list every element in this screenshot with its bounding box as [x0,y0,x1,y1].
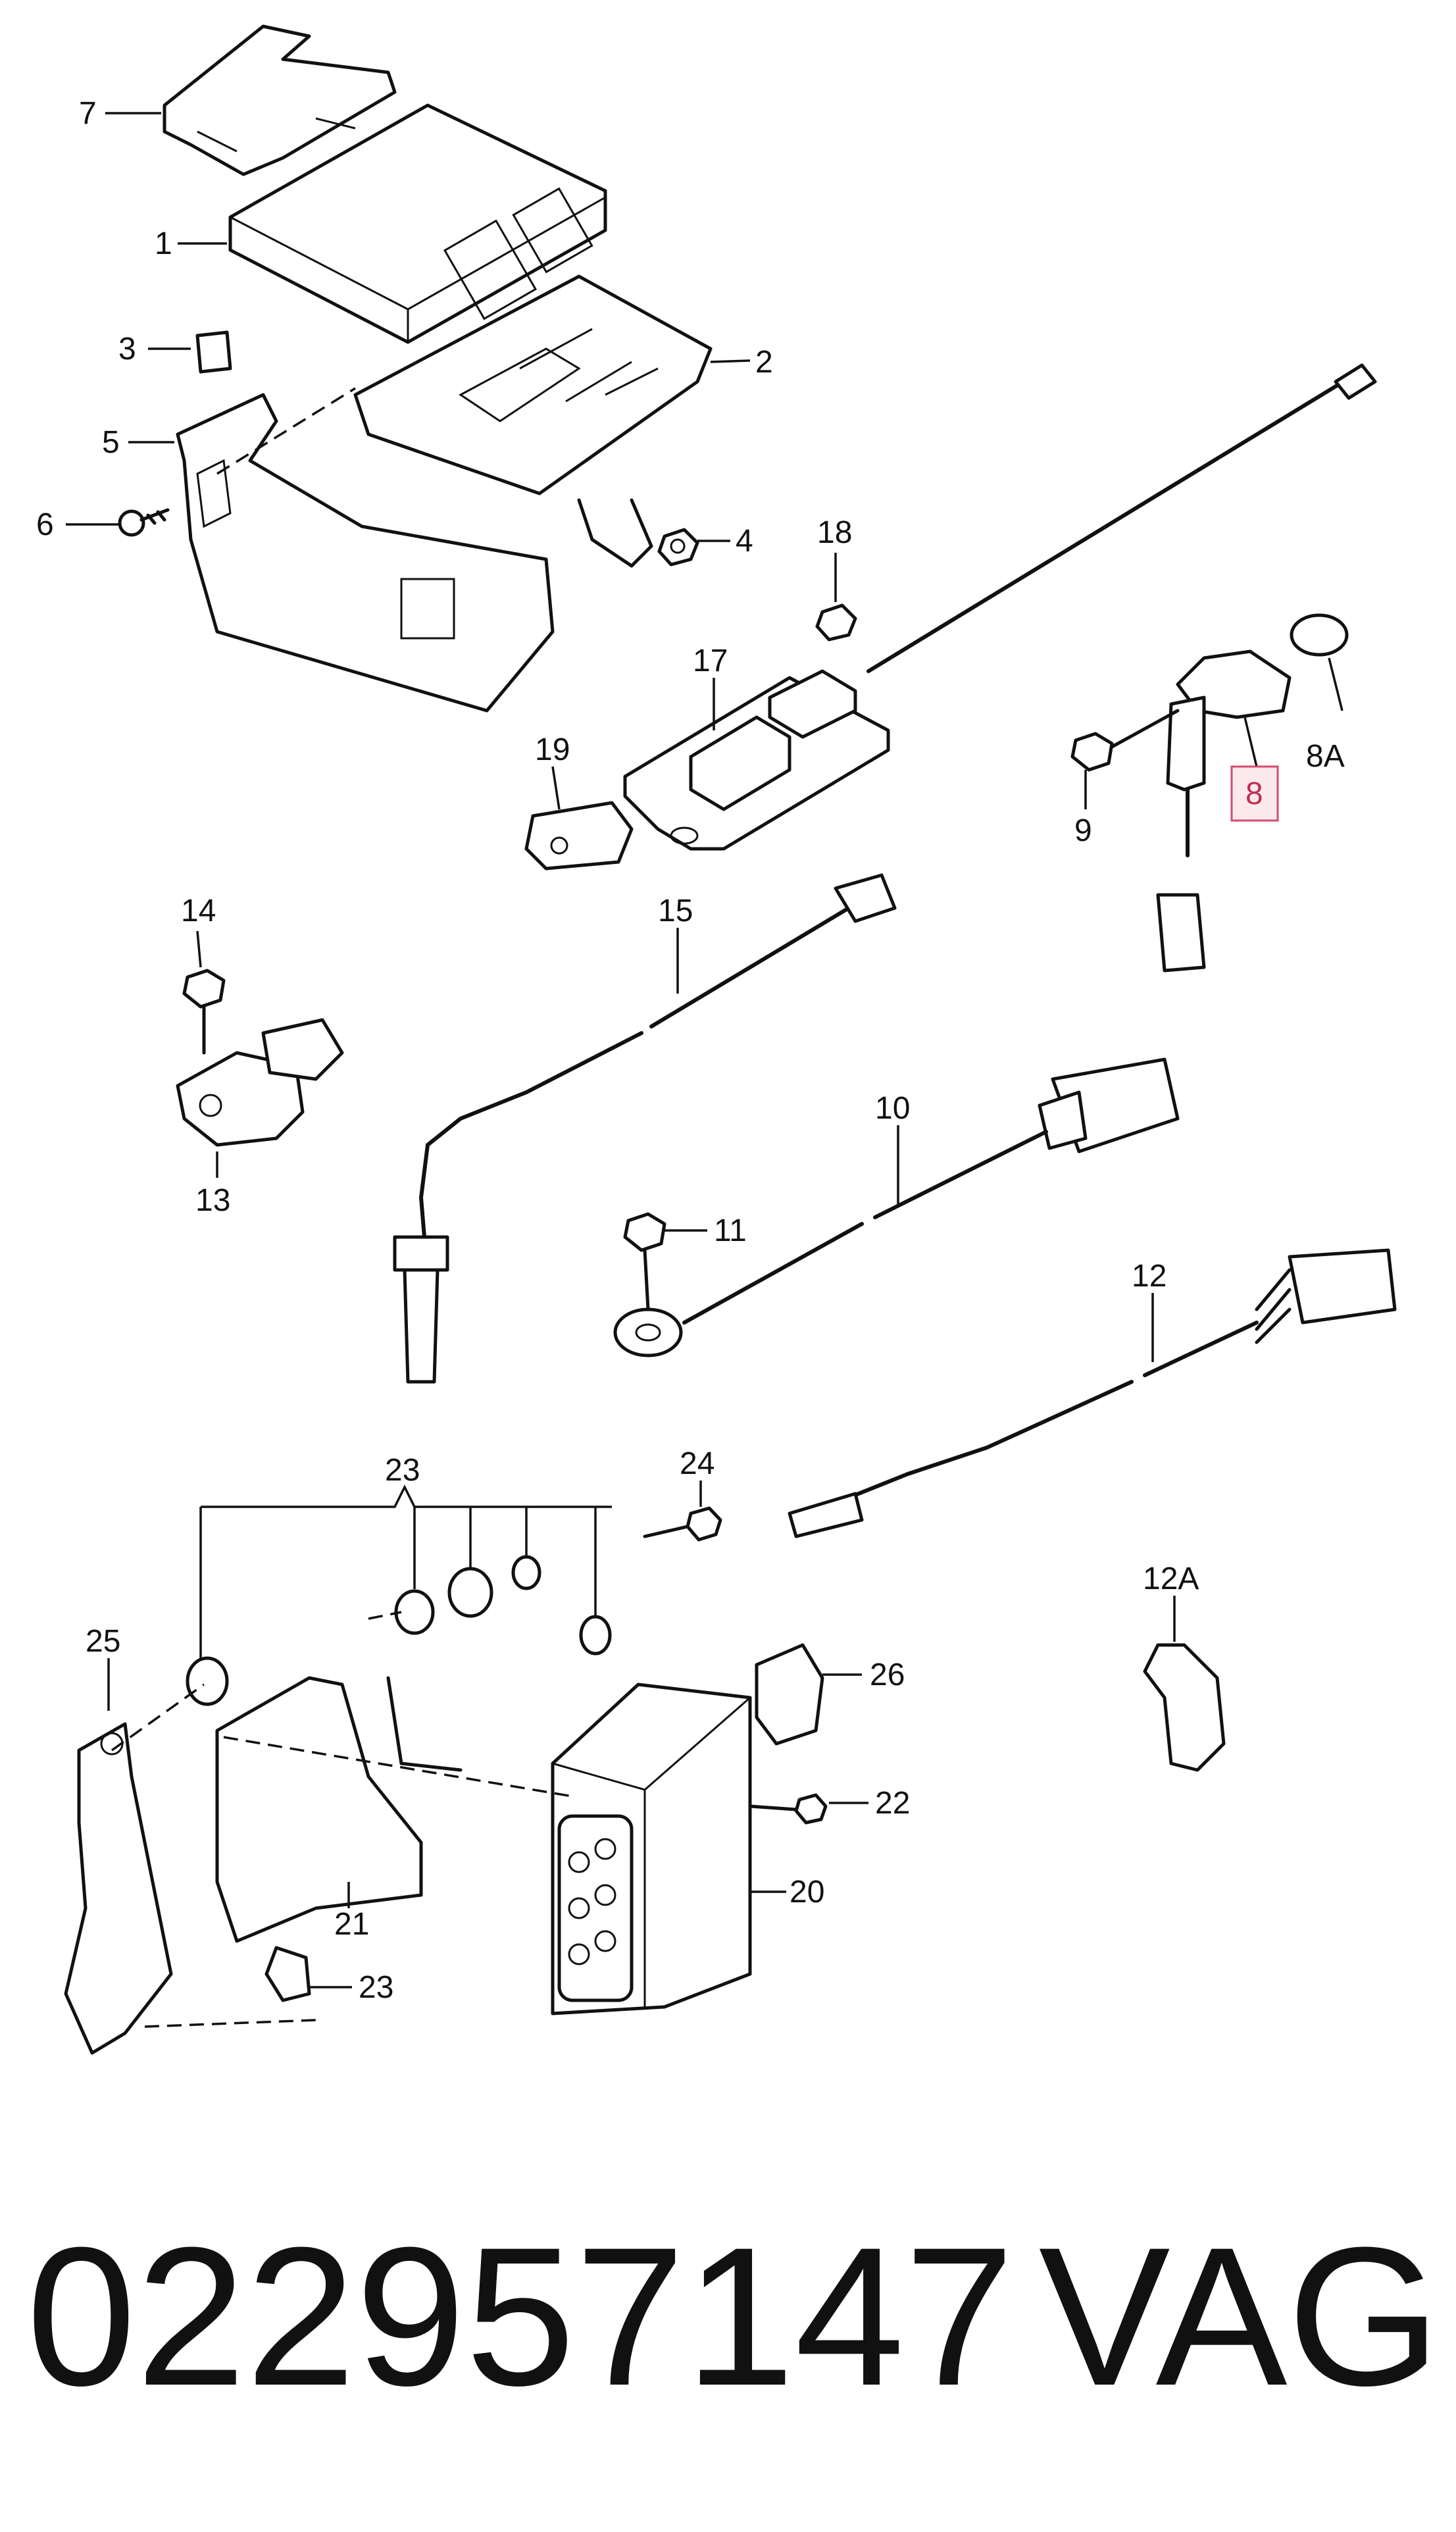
callout-7: 7 [79,96,97,131]
screw-part-6 [118,508,170,537]
bracket-part-21 [215,1676,463,1943]
bolt-part-9 [1070,709,1180,772]
callout-12: 12 [1132,1259,1167,1294]
callout-20: 20 [790,1875,824,1910]
callout-17: 17 [693,644,728,678]
ecu-bracket-part-2 [353,274,713,568]
callout-5: 5 [102,425,120,460]
callout-15: 15 [658,894,693,928]
temperature-sensor-part-15 [393,873,897,1384]
clip-part-12a [1143,1643,1226,1772]
callout-10: 10 [875,1091,910,1126]
part-number: 022957147 [26,2206,1015,2427]
callout-8a: 8A [1306,739,1345,774]
callout-6: 6 [36,507,54,542]
ecu-cover-part-7 [163,24,397,176]
callout-12a: 12A [1143,1561,1199,1596]
bolt-part-11 [623,1212,666,1311]
o-ring-part-8a [1290,613,1349,657]
sensor-part-13 [176,1018,344,1147]
callout-25: 25 [86,1624,120,1659]
callout-18: 18 [817,515,852,550]
highlight-box-part-8 [1230,765,1279,822]
connector-part-19 [524,801,634,871]
bracket-part-25 [64,1722,173,2055]
callout-13: 13 [195,1183,230,1218]
callout-11: 11 [714,1213,747,1248]
footer: 022957147 VAG [26,2217,1441,2415]
heat-shield-part-5 [176,393,555,713]
crankshaft-sensor-part-8 [1156,649,1292,973]
nut-part-18 [815,603,857,642]
lambda-probe-part-12 [788,1248,1397,1538]
callout-2: 2 [755,345,773,380]
knock-sensor-part-10 [613,1057,1180,1357]
grommets-part-23 [186,1555,612,2002]
callout-24: 24 [680,1446,715,1481]
callout-22: 22 [875,1786,910,1821]
callout-9: 9 [1074,813,1092,848]
callout-14: 14 [181,894,216,928]
nut-part-4 [657,528,699,567]
leader-lines [66,112,1343,1988]
callout-23-top: 23 [385,1453,420,1488]
callout-3: 3 [118,332,136,367]
callout-23-bottom: 23 [359,1970,393,2005]
callout-21: 21 [334,1907,369,1942]
callout-8: 8 [1245,776,1263,811]
callout-4: 4 [736,524,753,559]
bolt-part-24 [643,1506,722,1542]
callout-19: 19 [535,732,570,767]
control-module-part-17 [623,669,890,851]
ecu-control-unit-part-1 [228,103,607,344]
callout-26: 26 [870,1658,905,1692]
relay-housing-part-20 [551,1683,752,2015]
callout-1: 1 [155,226,172,261]
bolt-part-14 [182,969,226,1055]
connector-part-26 [755,1643,824,1746]
bolt-part-22 [748,1793,828,1825]
brand-name: VAG [1038,2206,1441,2427]
fuse-part-3 [195,330,232,374]
